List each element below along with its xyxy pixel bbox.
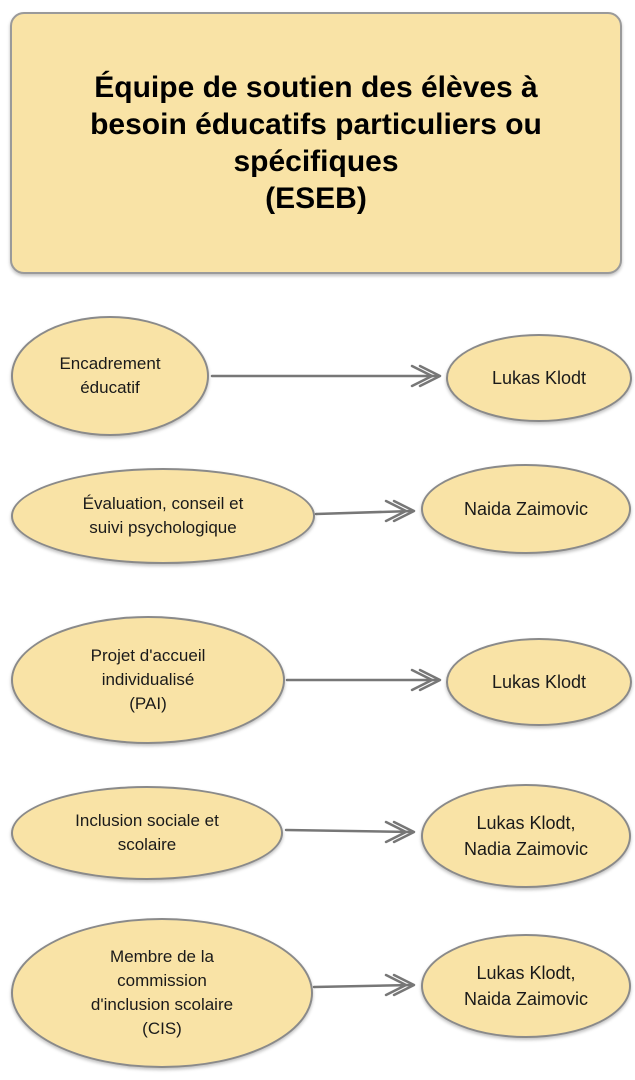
person-oval: Lukas Klodt, Nadia Zaimovic (421, 784, 631, 888)
role-label: Projet d'accueil individualisé (PAI) (90, 646, 206, 713)
arrow-5 (312, 973, 416, 997)
person-oval: Lukas Klodt (446, 334, 632, 422)
role-label: Évaluation, conseil et suivi psychologiq… (82, 494, 244, 537)
role-oval: Évaluation, conseil et suivi psychologiq… (11, 468, 315, 564)
person-label: Naida Zaimovic (463, 499, 589, 519)
title-box: Équipe de soutien des élèves à besoin éd… (10, 12, 622, 274)
person-label: Lukas Klodt, Nadia Zaimovic (463, 813, 589, 859)
diagram-title: Équipe de soutien des élèves à besoin éd… (90, 71, 542, 215)
arrow-1 (210, 364, 442, 388)
arrow-2 (314, 499, 416, 523)
person-label: Lukas Klodt, Naida Zaimovic (463, 963, 589, 1009)
person-oval: Lukas Klodt, Naida Zaimovic (421, 934, 631, 1038)
role-label: Membre de la commission d'inclusion scol… (90, 947, 234, 1038)
role-oval: Projet d'accueil individualisé (PAI) (11, 616, 285, 744)
arrow-3 (285, 668, 442, 692)
arrow-4 (284, 820, 416, 844)
person-label: Lukas Klodt (491, 672, 587, 692)
person-oval: Naida Zaimovic (421, 464, 631, 554)
role-oval: Inclusion sociale et scolaire (11, 786, 283, 880)
role-label: Inclusion sociale et scolaire (75, 811, 219, 854)
role-label: Encadrement éducatif (59, 354, 161, 397)
person-oval: Lukas Klodt (446, 638, 632, 726)
role-oval: Encadrement éducatif (11, 316, 209, 436)
role-oval: Membre de la commission d'inclusion scol… (11, 918, 313, 1068)
person-label: Lukas Klodt (491, 368, 587, 388)
